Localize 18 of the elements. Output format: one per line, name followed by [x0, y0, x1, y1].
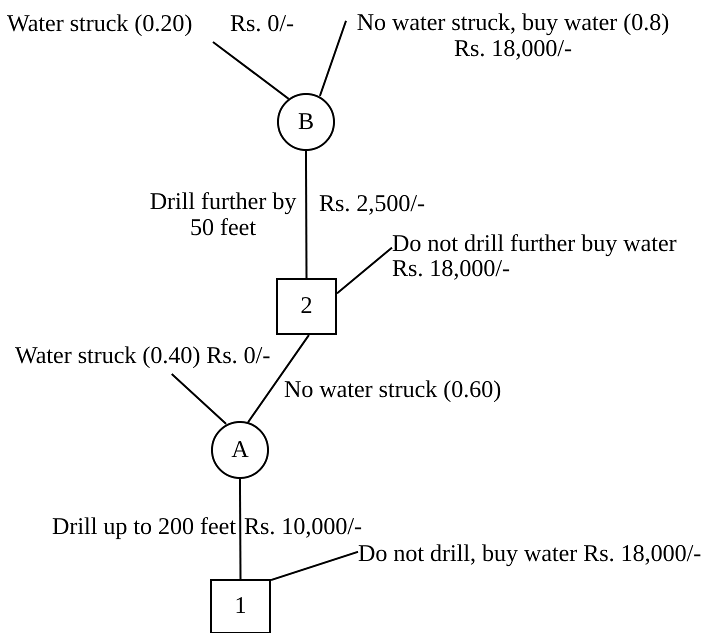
branch-line	[336, 246, 393, 294]
branch-line	[239, 479, 242, 579]
outcome-label: Rs. 0/-	[230, 12, 294, 37]
decision-node-square: 2	[276, 278, 337, 335]
decision-node-square: 1	[210, 579, 271, 633]
outcome-label: Water struck (0.20)	[7, 12, 192, 37]
outcome-label: Water struck (0.40) Rs. 0/-	[15, 344, 290, 374]
branch-line	[270, 550, 358, 582]
branch-line	[171, 373, 227, 425]
branch-line	[212, 41, 290, 100]
outcome-label: Do not drill further buy water Rs. 18,000/-	[392, 232, 710, 284]
edge-label: No water struck (0.60)	[284, 377, 502, 403]
outcome-label: Rs. 18,000/-	[454, 36, 572, 62]
branch-line	[318, 20, 347, 96]
outcome-label: No water struck, buy water (0.8)	[356, 10, 670, 36]
branch-line	[247, 334, 310, 423]
outcome-label: Do not drill, buy water Rs. 18,000/-	[358, 542, 720, 570]
branch-line	[305, 151, 308, 278]
